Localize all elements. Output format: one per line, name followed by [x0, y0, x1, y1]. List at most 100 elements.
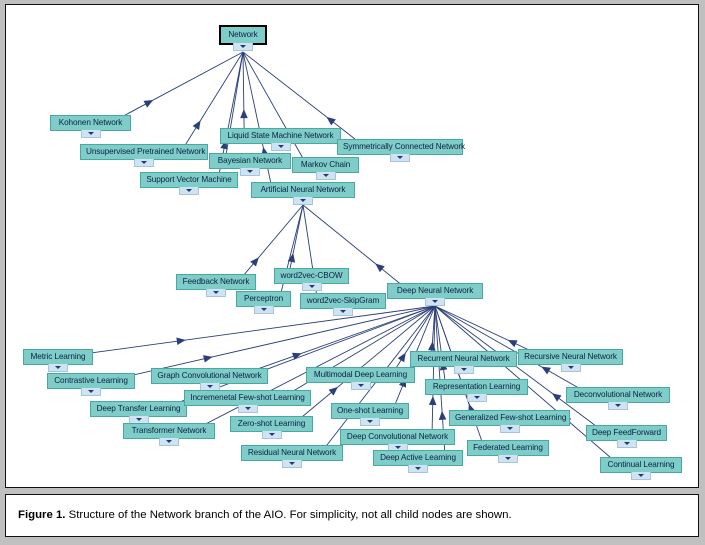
graph-node[interactable]: Deep FeedForward: [586, 425, 667, 449]
graph-node[interactable]: Transformer Network: [123, 423, 215, 447]
graph-node[interactable]: Liquid State Machine Network: [220, 128, 341, 152]
graph-edge-arrowhead-icon: [287, 253, 296, 263]
graph-node[interactable]: Unsupervised Pretrained Network: [80, 144, 208, 168]
node-expand-chevron-down-icon[interactable]: [466, 394, 487, 403]
node-expand-chevron-down-icon[interactable]: [134, 159, 154, 168]
graph-edge-arrowhead-icon: [176, 337, 186, 346]
node-expand-chevron-down-icon[interactable]: [270, 143, 291, 152]
graph-node-label: Deep FeedForward: [592, 428, 661, 437]
node-expand-chevron-down-icon[interactable]: [179, 187, 199, 196]
node-expand-chevron-down-icon[interactable]: [425, 298, 445, 307]
graph-node[interactable]: Markov Chain: [292, 157, 359, 181]
node-expand-chevron-down-icon[interactable]: [360, 418, 380, 427]
graph-node[interactable]: Contrastive Learning: [47, 373, 135, 397]
graph-node[interactable]: Recursive Neural Network: [518, 349, 623, 373]
node-expand-chevron-down-icon[interactable]: [159, 438, 179, 447]
node-expand-chevron-down-icon[interactable]: [233, 43, 253, 52]
graph-edge: [434, 305, 447, 385]
graph-node[interactable]: Representation Learning: [425, 379, 528, 403]
graph-node-label: Deconvolutional Network: [573, 390, 663, 399]
graph-node[interactable]: Kohonen Network: [50, 115, 131, 139]
node-expand-chevron-down-icon[interactable]: [315, 172, 336, 181]
graph-node[interactable]: Incremenetal Few-shot Learning: [184, 390, 311, 414]
graph-node-label: Feedback Network: [182, 277, 250, 286]
graph-node[interactable]: Deep Active Learning: [373, 450, 463, 474]
node-expand-chevron-down-icon[interactable]: [408, 465, 428, 474]
graph-node-label: Unsupervised Pretrained Network: [86, 147, 206, 156]
graph-node-label: Recurrent Neural Network: [417, 354, 510, 363]
node-expand-chevron-down-icon[interactable]: [560, 364, 581, 373]
node-expand-chevron-down-icon[interactable]: [616, 440, 637, 449]
graph-node[interactable]: Deconvolutional Network: [566, 387, 670, 411]
node-expand-chevron-down-icon[interactable]: [293, 197, 313, 206]
graph-node[interactable]: Bayesian Network: [209, 153, 291, 177]
graph-node-label: Support Vector Machine: [146, 175, 232, 184]
node-expand-chevron-down-icon[interactable]: [261, 431, 282, 440]
graph-node[interactable]: Generalized Few-shot Learning: [449, 410, 570, 434]
figure-caption-panel: Figure 1. Structure of the Network branc…: [5, 494, 699, 537]
node-expand-chevron-down-icon[interactable]: [390, 154, 410, 163]
graph-node[interactable]: One-shot Learning: [331, 403, 409, 427]
graph-node[interactable]: Deep Transfer Learning: [90, 401, 187, 425]
graph-node[interactable]: Deep Neural Network: [387, 283, 483, 307]
node-expand-chevron-down-icon[interactable]: [237, 405, 258, 414]
node-expand-chevron-down-icon[interactable]: [48, 364, 68, 373]
graph-edge: [430, 305, 436, 357]
node-expand-chevron-down-icon[interactable]: [206, 289, 226, 298]
graph-node-label: Symmetrically Connected Network: [343, 142, 466, 151]
node-expand-chevron-down-icon[interactable]: [301, 283, 322, 292]
node-expand-chevron-down-icon[interactable]: [608, 402, 628, 411]
node-expand-chevron-down-icon[interactable]: [81, 388, 101, 397]
graph-node[interactable]: Artificial Neural Network: [251, 182, 355, 206]
graph-node[interactable]: Symmetrically Connected Network: [337, 139, 466, 163]
node-expand-chevron-down-icon[interactable]: [80, 130, 101, 139]
node-expand-chevron-down-icon[interactable]: [498, 455, 518, 464]
graph-root-node[interactable]: Network: [219, 25, 267, 52]
graph-edge-arrowhead-icon: [428, 341, 436, 351]
graph-edge-arrowhead-icon: [143, 100, 154, 108]
node-expand-chevron-down-icon[interactable]: [453, 366, 474, 375]
graph-node-label: word2vec-CBOW: [280, 271, 343, 280]
graph-node[interactable]: Residual Neural Network: [241, 445, 343, 469]
graph-node[interactable]: Perceptron: [236, 291, 291, 315]
node-expand-chevron-down-icon[interactable]: [333, 308, 353, 317]
graph-node[interactable]: Deep Convolutional Network: [340, 429, 455, 453]
graph-node-label: Residual Neural Network: [247, 448, 337, 457]
graph-node-label: Artificial Neural Network: [260, 185, 346, 194]
graph-node[interactable]: Recurrent Neural Network: [410, 351, 517, 375]
node-expand-chevron-down-icon[interactable]: [631, 472, 651, 481]
graph-node[interactable]: Multimodal Deep Learning: [306, 367, 415, 391]
graph-node[interactable]: Support Vector Machine: [140, 172, 238, 196]
graph-node[interactable]: Feedback Network: [176, 274, 256, 298]
graph-node[interactable]: Continual Learning: [600, 457, 682, 481]
graph-node-label: Bayesian Network: [217, 156, 283, 165]
graph-node-label: Representation Learning: [432, 382, 521, 391]
graph-node-label: Metric Learning: [30, 352, 86, 361]
graph-node-label: Continual Learning: [607, 460, 675, 469]
figure-caption-body: Structure of the Network branch of the A…: [68, 508, 512, 521]
node-expand-chevron-down-icon[interactable]: [253, 306, 274, 315]
graph-node-label: Federated Learning: [473, 443, 543, 452]
graph-edge-arrowhead-icon: [291, 352, 302, 360]
node-expand-chevron-down-icon[interactable]: [240, 168, 260, 177]
graph-edge: [114, 51, 244, 121]
graph-edge-arrowhead-icon: [240, 109, 248, 119]
graph-node[interactable]: Zero-shot Learning: [230, 416, 313, 440]
node-expand-chevron-down-icon[interactable]: [499, 425, 520, 434]
graph-node[interactable]: word2vec-CBOW: [274, 268, 349, 292]
graph-node-label: Generalized Few-shot Learning: [455, 413, 567, 422]
node-expand-chevron-down-icon[interactable]: [282, 460, 302, 469]
graph-edge: [431, 305, 436, 435]
graph-edge-arrowhead-icon: [397, 352, 406, 363]
graph-edge-arrowhead-icon: [507, 340, 518, 348]
graph-node-label: Contrastive Learning: [54, 376, 128, 385]
graph-edge-arrowhead-icon: [328, 386, 338, 396]
graph-node[interactable]: word2vec-SkipGram: [300, 293, 386, 317]
graph-node[interactable]: Metric Learning: [23, 349, 93, 373]
graph-node[interactable]: Graph Convolutional Network: [151, 368, 268, 392]
graph-node[interactable]: Federated Learning: [467, 440, 549, 464]
graph-node-label: Recursive Neural Network: [524, 352, 617, 361]
graph-node-label: Perceptron: [243, 294, 284, 303]
node-expand-chevron-down-icon[interactable]: [350, 382, 371, 391]
